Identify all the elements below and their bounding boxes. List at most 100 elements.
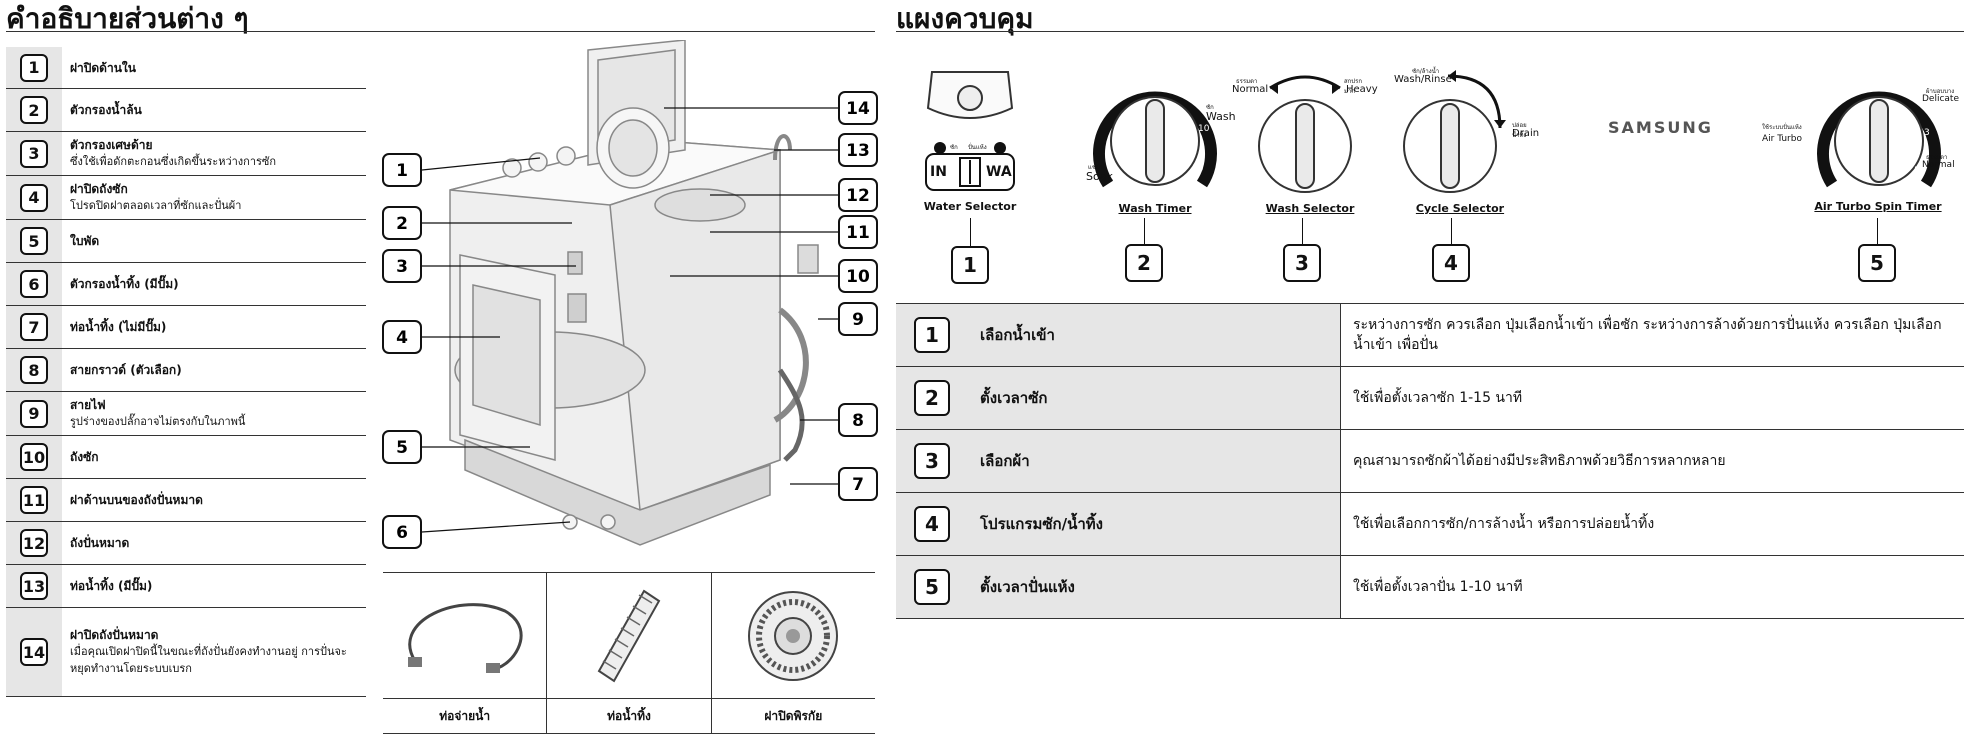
parts-number: 9 (20, 399, 48, 428)
parts-number-cell: 4 (6, 176, 62, 219)
control-callout: 1 (951, 246, 989, 284)
diagram-callout: 12 (838, 178, 878, 212)
cycle-selector-label: Cycle Selector (1415, 202, 1505, 215)
wash-timer-soak: Soak (1086, 170, 1113, 183)
water-selector-label: Water Selector (923, 200, 1017, 213)
parts-number: 6 (20, 270, 48, 298)
diagram-callout: 14 (838, 91, 878, 125)
parts-number: 4 (20, 183, 48, 212)
control-name: ตั้งเวลาปั่นแห้ง (968, 556, 1341, 618)
water-top-b: ปั่นแห้ง (968, 144, 987, 151)
accessory-cell: ฝาปิดพิรกัย (711, 573, 875, 733)
drain-hose-icon (597, 589, 661, 682)
parts-row: 13 ท่อน้ำทิ้ง (มีปั๊ม) (6, 565, 366, 608)
parts-number-cell: 3 (6, 132, 62, 175)
parts-number-cell: 1 (6, 47, 62, 88)
parts-number-cell: 10 (6, 436, 62, 478)
wash-selector-heavy-thai: สกปรกมาก (1344, 78, 1362, 95)
parts-text: ถังปั่นหมาด (62, 522, 366, 564)
control-row: 2 ตั้งเวลาซัก ใช้เพื่อตั้งเวลาซัก 1-15 น… (896, 367, 1964, 430)
parts-row: 3 ตัวกรองเศษด้ายซึ่งใช้เพื่อดักตะกอนซึ่ง… (6, 132, 366, 176)
cycle-drain: Drain (1512, 128, 1540, 139)
parts-title: ฝาปิดถังซัก (70, 182, 128, 196)
parts-number-cell: 2 (6, 89, 62, 131)
spin-delicate: Delicate (1922, 94, 1959, 104)
wash-timer-tick: 10 (1198, 124, 1210, 134)
control-name: เลือกผ้า (968, 430, 1341, 492)
parts-row: 7 ท่อน้ำทิ้ง (ไม่มีปั๊ม) (6, 306, 366, 349)
water-selector-panel: ซัก ปั่นแห้ง IN WA Water Selector 1 (920, 68, 1020, 290)
samsung-logo: SAMSUNG (1608, 118, 1713, 137)
parts-title: สายไฟ (70, 398, 106, 412)
accessory-label: ท่อน้ำทิ้ง (547, 698, 711, 733)
accessory-image (547, 573, 710, 698)
cycle-drain-thai: ปล่อยน้ำทิ้ง (1512, 122, 1527, 139)
accessories-table: ท่อจ่ายน้ำ ท่อน้ำทิ้ง ฝาปิดพิรกัย (383, 572, 875, 734)
parts-text: ฝาปิดถังซักโปรดปิดฝาตลอดเวลาที่ซักและปั่… (62, 176, 366, 219)
control-number-cell: 2 (896, 367, 968, 429)
parts-section-title: คำอธิบายส่วนต่าง ๆ (6, 2, 249, 35)
parts-number: 2 (20, 96, 48, 124)
svg-text:3: 3 (396, 257, 408, 277)
parts-note: รูปร่างของปลั๊กอาจไม่ตรงกับในภาพนี้ (70, 415, 246, 428)
wash-selector-panel: ธรรมดา Normal สกปรกมาก Heavy Wash Select… (1232, 66, 1378, 290)
parts-number-cell: 8 (6, 349, 62, 391)
diagram-callout: 6 (382, 515, 422, 549)
parts-table: 1 ฝาปิดด้านใน 2 ตัวกรองน้ำล้น 3 ตัวกรองเ… (6, 47, 366, 697)
wash-timer-panel: 0 5 10 15 ซัก Wash แช่ผ้า Soak Wash Time… (1080, 66, 1236, 290)
wash-selector-label: Wash Selector (1265, 202, 1355, 215)
parts-number-cell: 12 (6, 522, 62, 564)
control-number-cell: 1 (896, 304, 968, 366)
parts-title: ถังปั่นหมาด (70, 536, 130, 550)
diagram-callout: 9 (838, 302, 878, 336)
parts-title-rule (6, 31, 875, 32)
parts-text: สายกราวด์ (ตัวเลือก) (62, 349, 366, 391)
control-name: ตั้งเวลาซัก (968, 367, 1341, 429)
spin-delicate-thai: ผ้าบอบบาง (1926, 88, 1955, 95)
accessory-label: ท่อจ่ายน้ำ (383, 698, 547, 733)
protection-cover-icon (748, 590, 839, 681)
control-number: 1 (914, 317, 950, 353)
parts-row: 9 สายไฟรูปร่างของปลั๊กอาจไม่ตรงกับในภาพน… (6, 392, 366, 436)
parts-number-cell: 14 (6, 608, 62, 696)
accessory-cell: ท่อจ่ายน้ำ (383, 573, 548, 733)
svg-text:5: 5 (396, 438, 408, 458)
water-top-a: ซัก (950, 144, 958, 151)
parts-number-cell: 5 (6, 220, 62, 262)
wash-timer-label: Wash Timer (1118, 202, 1192, 215)
wash-timer-dial (1093, 91, 1217, 188)
control-number-cell: 3 (896, 430, 968, 492)
parts-text: ตัวกรองน้ำทิ้ง (มีปั๊ม) (62, 263, 366, 305)
diagram-callout: 13 (838, 133, 878, 167)
spin-timer-tick: 3 (1924, 128, 1930, 138)
parts-number-cell: 6 (6, 263, 62, 305)
diagram-callout: 5 (382, 430, 422, 464)
parts-number: 3 (20, 139, 48, 168)
control-row: 5 ตั้งเวลาปั่นแห้ง ใช้เพื่อตั้งเวลาปั่น … (896, 556, 1964, 619)
parts-text: ใบพัด (62, 220, 366, 262)
svg-text:11: 11 (846, 223, 870, 243)
wash-selector-dial (1258, 75, 1352, 193)
parts-number: 5 (20, 227, 48, 255)
spin-timer-tick: 0 (1876, 78, 1882, 88)
parts-title: ท่อน้ำทิ้ง (มีปั๊ม) (70, 579, 153, 593)
control-callout: 4 (1432, 244, 1470, 282)
water-selector-icon (925, 71, 1015, 191)
parts-title: ตัวกรองน้ำล้น (70, 103, 142, 117)
cycle-selector-dial (1403, 70, 1506, 193)
diagram-callout: 10 (838, 259, 878, 293)
control-number-cell: 5 (896, 556, 968, 618)
diagram-callout: 8 (838, 403, 878, 437)
cycle-washrinse-thai: ซัก/ล้างน้ำ (1412, 68, 1440, 75)
control-callout: 3 (1283, 244, 1321, 282)
parts-text: ตัวกรองน้ำล้น (62, 89, 366, 131)
control-row: 3 เลือกผ้า คุณสามารถซักผ้าได้อย่างมีประส… (896, 430, 1964, 493)
parts-number: 8 (20, 356, 48, 384)
parts-number: 1 (20, 53, 48, 82)
parts-row: 6 ตัวกรองน้ำทิ้ง (มีปั๊ม) (6, 263, 366, 306)
spin-timer-tick: 5 (1914, 166, 1920, 176)
parts-text: ท่อน้ำทิ้ง (ไม่มีปั๊ม) (62, 306, 366, 348)
diagram-callout: 4 (382, 320, 422, 354)
parts-number: 14 (20, 638, 48, 666)
